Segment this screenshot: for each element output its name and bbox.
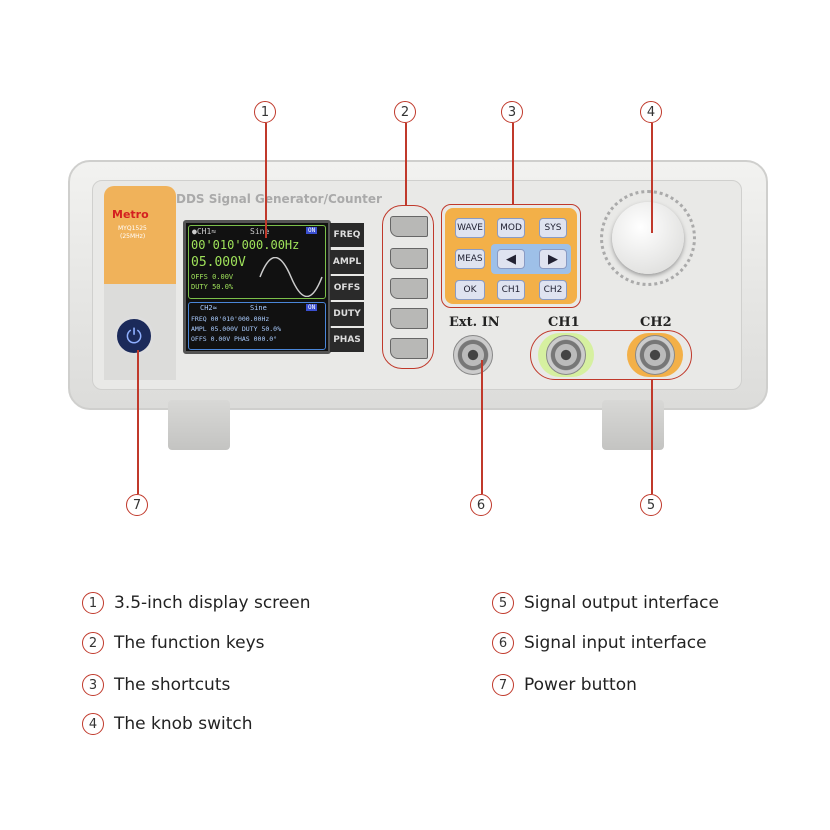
fn-label-duty: DUTY [330, 302, 364, 326]
legend-item-2: 2 The function keys [82, 632, 265, 654]
function-key-2[interactable] [390, 248, 428, 269]
legend-item-4: 4 The knob switch [82, 713, 253, 735]
ch2-port-label: CH2 [640, 315, 672, 330]
callout-2: 2 [394, 101, 416, 123]
legend-text: Power button [524, 675, 637, 695]
ch1-duty: DUTY 50.0% [191, 283, 234, 291]
legend-text: The function keys [114, 633, 265, 653]
device-title: DDS Signal Generator/Counter [176, 192, 382, 206]
function-keys-highlight [382, 205, 434, 369]
ch1-offset: OFFS 0.00V [191, 273, 234, 281]
fn-label-ampl: AMPL [330, 250, 364, 274]
outputs-highlight [530, 330, 692, 380]
sys-key[interactable]: SYS [539, 218, 567, 238]
right-arrow-key[interactable]: ▶ [539, 249, 567, 269]
ch1-port-label: CH1 [548, 315, 580, 330]
legend-number: 4 [82, 713, 104, 735]
legend-item-5: 5 Signal output interface [492, 592, 719, 614]
callout-3: 3 [501, 101, 523, 123]
power-icon: ⏻ [126, 324, 142, 348]
legend-number: 1 [82, 592, 104, 614]
ch1-key[interactable]: CH1 [497, 280, 525, 300]
legend-item-3: 3 The shortcuts [82, 674, 230, 696]
legend-number: 7 [492, 674, 514, 696]
function-key-3[interactable] [390, 278, 428, 299]
left-arrow-key[interactable]: ◀ [497, 249, 525, 269]
legend-item-1: 1 3.5-inch display screen [82, 592, 310, 614]
ch2-badge: ON [306, 304, 318, 311]
model-sub-label: (25MHz) [120, 233, 146, 240]
legend-number: 6 [492, 632, 514, 654]
brand-plate: Metro MYQ1525 (25MHz) [104, 186, 176, 284]
sine-wave-icon [259, 257, 323, 297]
ch2-offset-phase: OFFS 0.00V PHAS 000.0° [191, 335, 278, 343]
callout-5: 5 [640, 494, 662, 516]
legend-number: 2 [82, 632, 104, 654]
power-button[interactable]: ⏻ [114, 316, 154, 356]
ext-in-connector[interactable] [453, 335, 493, 375]
legend-number: 3 [82, 674, 104, 696]
model-label: MYQ1525 [118, 225, 147, 232]
knob-dial [600, 190, 696, 286]
brand-logo: Metro [112, 208, 149, 221]
device-foot-left [168, 400, 230, 450]
ch2-wave: Sine [250, 304, 267, 312]
knob-switch[interactable] [612, 202, 684, 274]
ch2-key[interactable]: CH2 [539, 280, 567, 300]
ch1-frequency: 00'010'000.00Hz [191, 238, 300, 252]
fn-label-freq: FREQ [330, 223, 364, 247]
ch1-label: ●CH1≈ [192, 227, 217, 236]
meas-key[interactable]: MEAS [455, 249, 485, 269]
ch2-amplitude-duty: AMPL 05.000V DUTY 50.0% [191, 325, 282, 333]
legend-text: Signal input interface [524, 633, 707, 653]
ch2-panel [188, 302, 326, 350]
ch1-panel [188, 225, 326, 299]
wave-key[interactable]: WAVE [455, 218, 485, 238]
legend-text: The knob switch [114, 714, 253, 734]
fn-label-offs: OFFS [330, 276, 364, 300]
mod-key[interactable]: MOD [497, 218, 525, 238]
callout-1: 1 [254, 101, 276, 123]
ext-in-label: Ext. IN [449, 315, 500, 330]
callout-7: 7 [126, 494, 148, 516]
legend-item-7: 7 Power button [492, 674, 637, 696]
ch1-wave: Sine [250, 227, 270, 236]
ch1-amplitude: 05.000V [191, 255, 246, 270]
callout-4: 4 [640, 101, 662, 123]
ch2-label: CH2≈ [200, 304, 217, 312]
callout-6: 6 [470, 494, 492, 516]
shortcut-panel: WAVE MOD SYS MEAS ◀ ▶ OK CH1 CH2 [445, 208, 577, 304]
device-foot-right [602, 400, 664, 450]
ch2-frequency: FREQ 00'010'000.00Hz [191, 315, 270, 323]
legend-text: Signal output interface [524, 593, 719, 613]
shortcuts-highlight [441, 204, 581, 308]
legend-text: The shortcuts [114, 675, 231, 695]
legend-number: 5 [492, 592, 514, 614]
legend-text: 3.5-inch display screen [114, 593, 311, 613]
fn-label-phas: PHAS [330, 328, 364, 352]
display-screen: ●CH1≈ Sine ON 00'010'000.00Hz 05.000V OF… [183, 220, 331, 354]
function-key-4[interactable] [390, 308, 428, 329]
ok-key[interactable]: OK [455, 280, 485, 300]
legend-item-6: 6 Signal input interface [492, 632, 707, 654]
ch1-badge: ON [306, 227, 318, 234]
